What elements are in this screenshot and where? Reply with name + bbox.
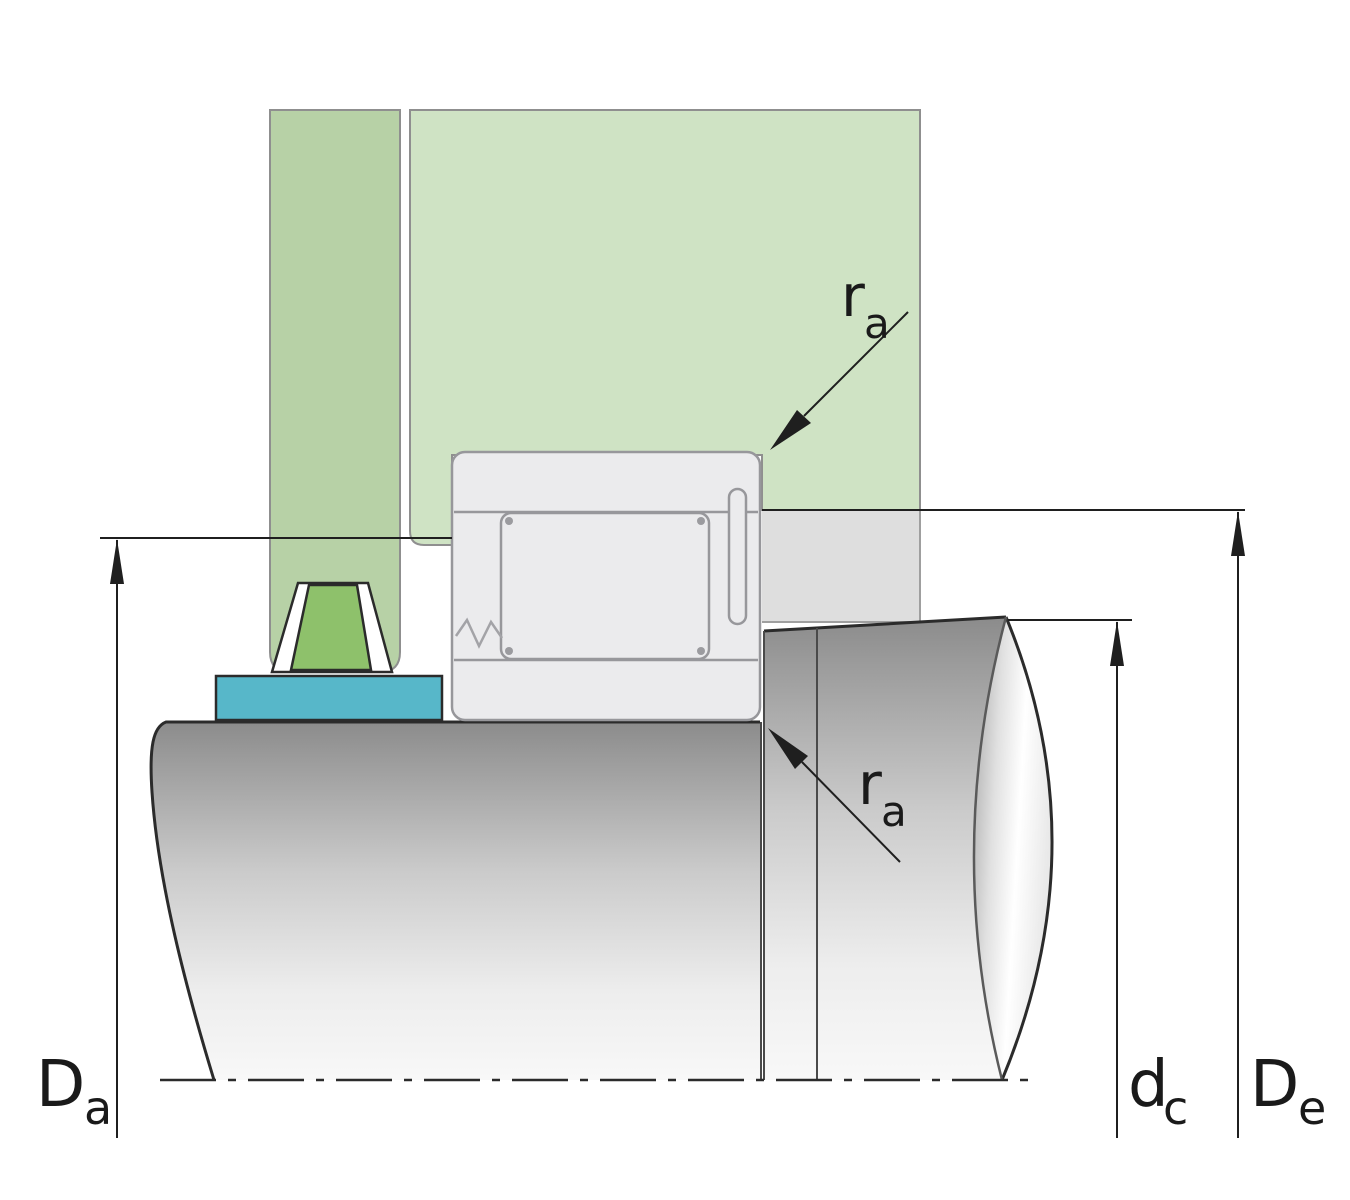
label-da-sub: a (84, 1081, 112, 1135)
roller-corner-dot (505, 647, 513, 655)
label-de-main: D (1250, 1048, 1299, 1122)
ra-arrowhead-bottom (768, 728, 808, 769)
label-dc-sub: c (1163, 1081, 1188, 1135)
bearing-roller (499, 511, 711, 661)
locating-ring (214, 674, 444, 722)
roller-corner-dot (697, 517, 705, 525)
seal-element (289, 583, 373, 672)
ra-leader-top (803, 311, 909, 417)
label-ra-top-main: r (841, 262, 865, 330)
section-break-symbol (454, 617, 504, 649)
ra-arrowhead-top (770, 410, 811, 450)
label-ra-bottom-sub: a (881, 787, 907, 836)
shoulder-lens-left-outline (972, 616, 1008, 1081)
shaft-step-face (762, 510, 920, 622)
shaft-main (151, 722, 760, 1080)
bearing-rib-slot (727, 487, 748, 626)
bearing (450, 450, 762, 722)
ra-leader-bottom (801, 761, 901, 863)
dimensions (100, 311, 1245, 1138)
label-ra-bottom-main: r (858, 750, 882, 818)
shoulder-lens (973, 617, 1053, 1080)
label-dc-main: d (1128, 1048, 1169, 1122)
shoulder-top-edge (763, 615, 1007, 633)
shaft-main-outline (149, 720, 760, 1081)
de-arrowhead (1231, 511, 1245, 556)
label-ra-top-sub: a (864, 299, 890, 348)
label-da-main: D (36, 1048, 85, 1122)
dc-arrowhead (1110, 621, 1124, 666)
shoulder-lens-right-outline (1000, 616, 1054, 1081)
roller-corner-dot (697, 647, 705, 655)
da-arrowhead (110, 539, 124, 584)
roller-corner-dot (505, 517, 513, 525)
label-de-sub: e (1298, 1081, 1326, 1135)
